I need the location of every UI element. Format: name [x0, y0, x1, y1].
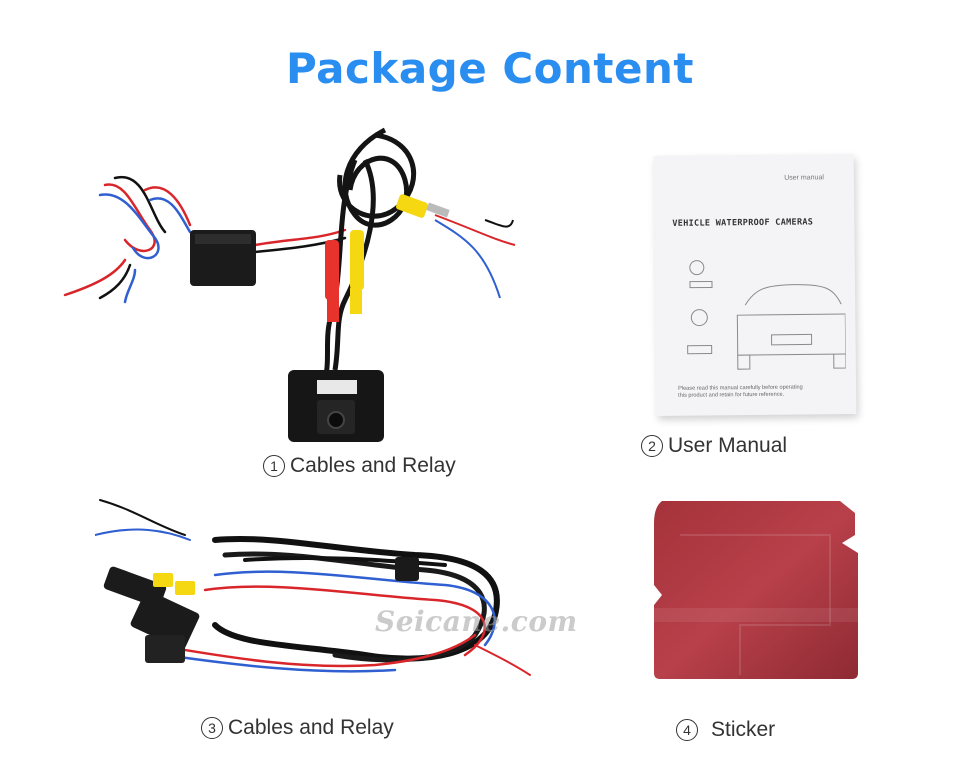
caption-item-2: 2 User Manual — [641, 434, 787, 458]
caption-item-4: 4 Sticker — [676, 718, 775, 742]
number-badge: 1 — [263, 455, 285, 477]
cables-bundle-photo — [95, 499, 531, 676]
watermark-text: Seicane.com — [375, 605, 578, 638]
caption-label: User Manual — [668, 434, 788, 457]
car-rear-illustration — [687, 260, 846, 370]
caption-label: Sticker — [711, 718, 776, 741]
page-title: Package Content — [286, 44, 694, 93]
caption-item-1: 1 Cables and Relay — [263, 454, 456, 478]
sticker-photo — [654, 501, 858, 679]
number-badge: 2 — [641, 435, 663, 457]
manual-note-line-2: this product and retain for future refer… — [678, 391, 785, 399]
number-badge: 4 — [676, 719, 698, 741]
user-manual-photo: User manual VEHICLE WATERPROOF CAMERAS P… — [653, 153, 857, 417]
caption-label: Cables and Relay — [290, 454, 456, 477]
manual-header: User manual — [784, 174, 824, 182]
cables-relay-camera-photo — [63, 127, 516, 442]
caption-label: Cables and Relay — [228, 716, 394, 739]
number-badge: 3 — [201, 717, 223, 739]
manual-title: VEHICLE WATERPROOF CAMERAS — [672, 217, 814, 229]
caption-item-3: 3 Cables and Relay — [201, 716, 394, 740]
